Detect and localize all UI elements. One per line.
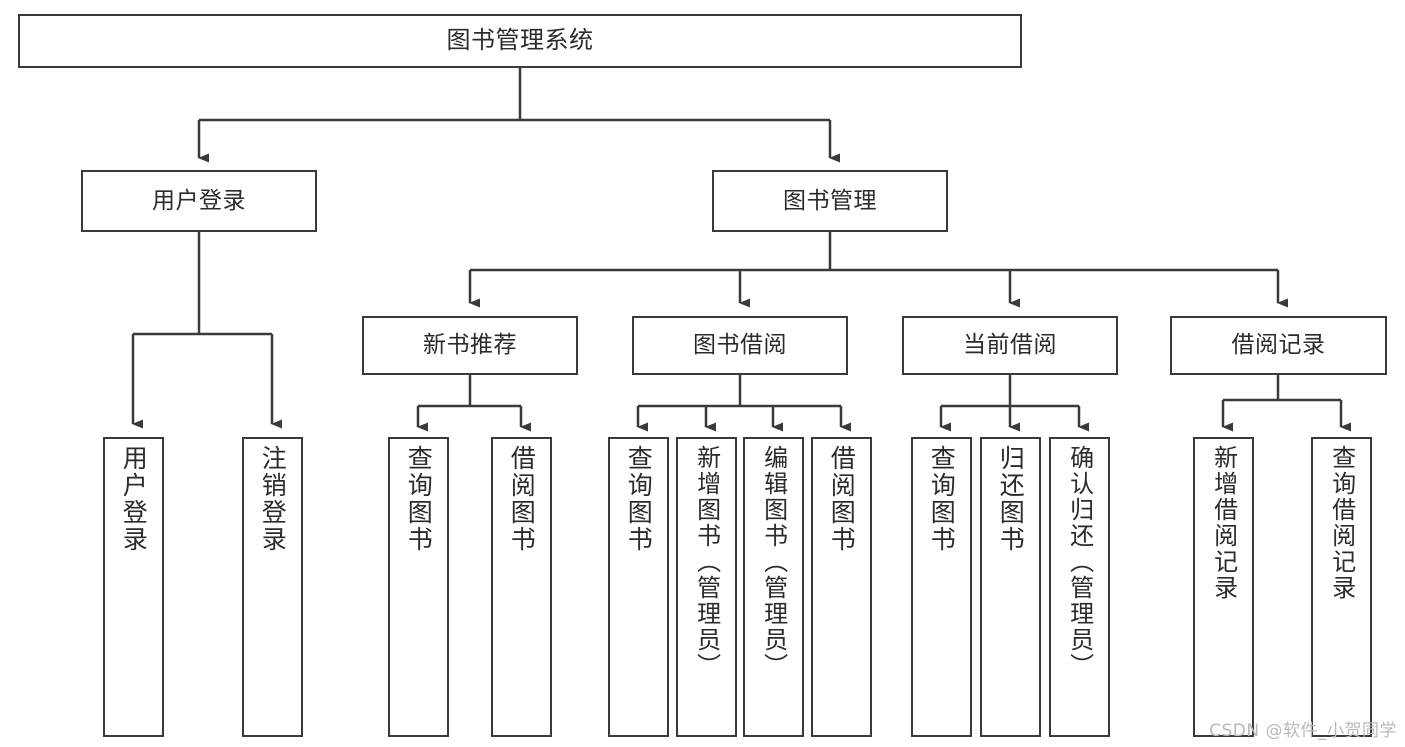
node-label: 编辑图书（管理员） — [759, 445, 788, 679]
node-label: 查询借阅记录 — [1327, 445, 1356, 601]
csdn-watermark: CSDN @软件_小贺同学 — [1209, 721, 1397, 741]
leaf-logout[interactable]: 注销登录 — [242, 437, 303, 737]
node-label: 确认归还（管理员） — [1065, 445, 1094, 679]
node-new-book-recommend[interactable]: 新书推荐 — [362, 316, 578, 375]
leaf-edit-book-admin[interactable]: 编辑图书（管理员） — [743, 437, 804, 737]
leaf-borrow-book-recommend[interactable]: 借阅图书 — [491, 437, 552, 737]
node-label: 查询图书 — [404, 445, 434, 553]
node-label: 用户登录 — [119, 445, 149, 553]
leaf-return-book[interactable]: 归还图书 — [980, 437, 1041, 737]
node-label: 新增图书（管理员） — [692, 445, 721, 679]
leaf-add-book-admin[interactable]: 新增图书（管理员） — [676, 437, 737, 737]
node-label: 新书推荐 — [423, 332, 517, 359]
leaf-query-book-current[interactable]: 查询图书 — [911, 437, 972, 737]
node-label: 查询图书 — [927, 445, 957, 553]
leaf-query-borrow-record[interactable]: 查询借阅记录 — [1311, 437, 1372, 737]
node-label: 新增借阅记录 — [1209, 445, 1238, 601]
leaf-query-book-borrow[interactable]: 查询图书 — [608, 437, 669, 737]
node-book-management[interactable]: 图书管理 — [712, 170, 948, 232]
node-user-login[interactable]: 用户登录 — [81, 170, 317, 232]
node-label: 借阅记录 — [1231, 332, 1326, 359]
leaf-confirm-return-admin[interactable]: 确认归还（管理员） — [1049, 437, 1110, 737]
node-root-system[interactable]: 图书管理系统 — [18, 14, 1022, 68]
node-label: 借阅图书 — [827, 445, 857, 553]
leaf-query-book-recommend[interactable]: 查询图书 — [388, 437, 449, 737]
node-book-borrow[interactable]: 图书借阅 — [632, 316, 848, 375]
node-current-borrow[interactable]: 当前借阅 — [902, 316, 1118, 375]
node-label: 当前借阅 — [963, 332, 1057, 359]
node-label: 查询图书 — [624, 445, 654, 553]
leaf-add-borrow-record[interactable]: 新增借阅记录 — [1193, 437, 1254, 737]
node-borrow-records[interactable]: 借阅记录 — [1170, 316, 1387, 375]
node-label: 借阅图书 — [507, 445, 537, 553]
node-label: 图书管理系统 — [446, 26, 594, 55]
node-label: 用户登录 — [152, 187, 246, 214]
leaf-borrow-book[interactable]: 借阅图书 — [811, 437, 872, 737]
node-label: 图书借阅 — [693, 332, 787, 359]
node-label: 注销登录 — [258, 445, 288, 553]
node-label: 图书管理 — [783, 187, 877, 214]
leaf-user-login[interactable]: 用户登录 — [103, 437, 164, 737]
node-label: 归还图书 — [996, 445, 1026, 553]
